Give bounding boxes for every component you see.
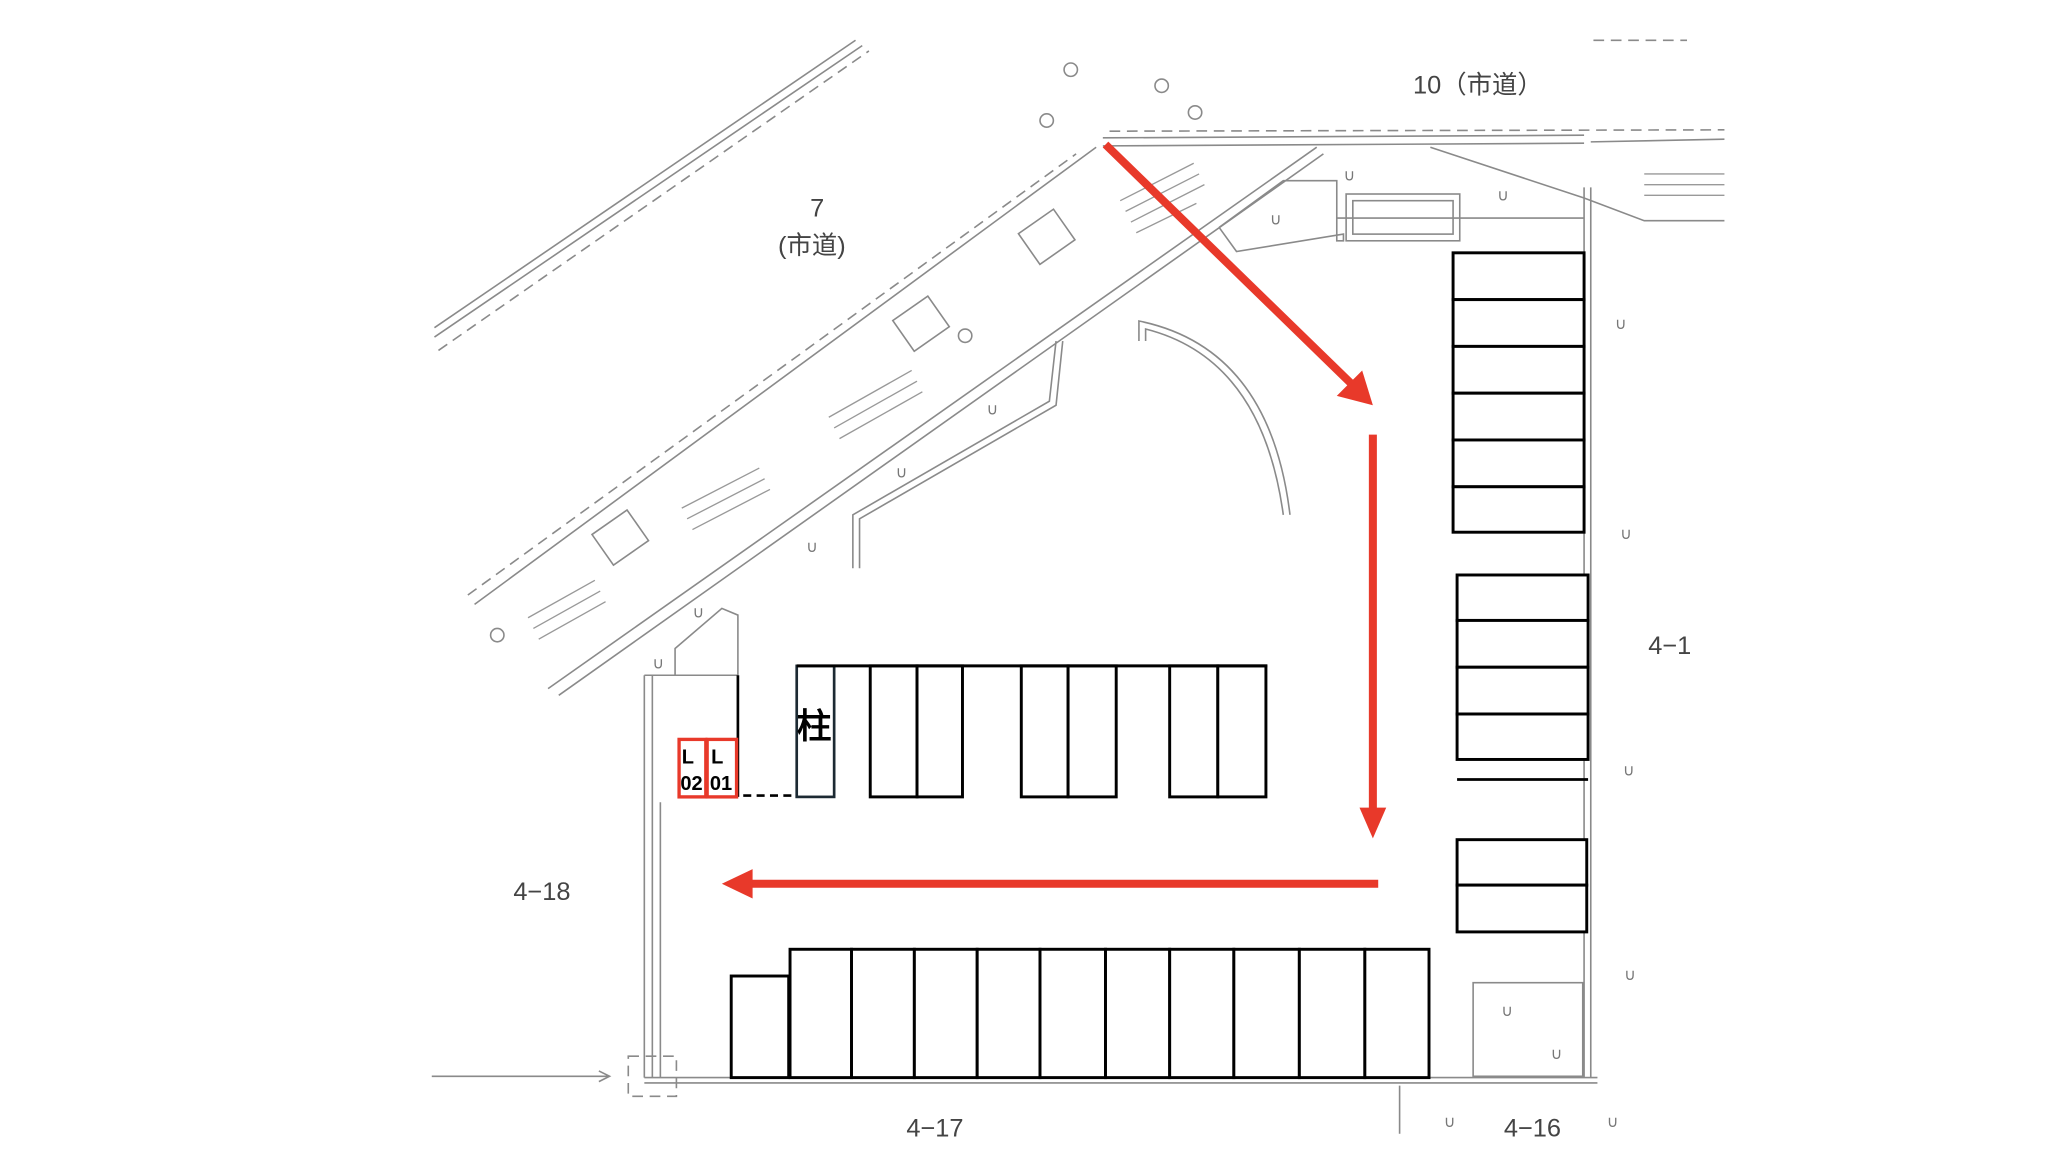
route-arrows <box>721 141 1387 899</box>
space-l02-prefix: L <box>682 746 694 768</box>
parking-stall[interactable] <box>1038 947 1107 1080</box>
space-l02[interactable]: L 02 <box>677 737 708 799</box>
lot-4-18-label: 4−18 <box>513 878 570 906</box>
svg-text:∪: ∪ <box>987 401 999 419</box>
road-10-label: 10（市道） <box>1413 72 1543 100</box>
svg-text:∪: ∪ <box>652 655 664 673</box>
svg-text:∪: ∪ <box>1497 187 1509 205</box>
arrow-left-head <box>721 869 753 899</box>
space-l01-prefix: L <box>711 746 723 768</box>
parking-stall[interactable] <box>1455 618 1590 669</box>
manholes <box>590 208 1077 567</box>
parking-stall[interactable] <box>1104 947 1172 1080</box>
space-l01-number: 01 <box>710 773 732 795</box>
drain-grates <box>527 162 1725 640</box>
svg-text:∪: ∪ <box>1270 211 1282 229</box>
parking-stall[interactable] <box>1451 391 1586 442</box>
tree-symbols: ∪ ∪ ∪ ∪ ∪ ∪ ∪ ∪ ∪ ∪ ∪ ∪ ∪ ∪ ∪ ∪ <box>652 167 1636 1131</box>
parking-stall[interactable] <box>850 947 916 1080</box>
svg-text:∪: ∪ <box>1615 315 1627 333</box>
parking-stall[interactable] <box>1451 485 1586 534</box>
parking-stall[interactable] <box>1455 665 1590 716</box>
svg-text:∪: ∪ <box>1624 966 1636 984</box>
pillar-label: 柱 <box>797 707 832 747</box>
parking-stall[interactable] <box>1455 573 1590 622</box>
parking-stall[interactable] <box>1168 947 1236 1080</box>
svg-text:∪: ∪ <box>692 604 704 622</box>
parking-stall[interactable] <box>1455 838 1589 887</box>
lot-4-16-label: 4−16 <box>1504 1114 1561 1142</box>
parking-stall[interactable] <box>1451 344 1586 395</box>
parking-stall[interactable] <box>1455 883 1589 934</box>
svg-text:∪: ∪ <box>1607 1113 1619 1131</box>
parking-stall[interactable] <box>1168 664 1220 799</box>
svg-text:∪: ∪ <box>1620 525 1632 543</box>
svg-text:∪: ∪ <box>1501 1002 1513 1020</box>
space-l01[interactable]: L 01 <box>705 737 739 799</box>
svg-text:∪: ∪ <box>896 463 908 481</box>
road-7-type: (市道) <box>778 232 846 260</box>
lot-4-17-label: 4−17 <box>906 1114 963 1142</box>
space-l02-number: 02 <box>680 773 702 795</box>
svg-text:∪: ∪ <box>1444 1113 1456 1131</box>
parking-stall[interactable] <box>729 974 791 1080</box>
parking-stall[interactable] <box>1216 664 1268 799</box>
parking-stall[interactable] <box>1297 947 1367 1080</box>
svg-text:∪: ∪ <box>1623 762 1635 780</box>
road-7-number: 7 <box>810 195 824 223</box>
arrow-down-head <box>1359 807 1387 839</box>
lot-4-1-label: 4−1 <box>1648 632 1691 660</box>
parking-stall[interactable] <box>1451 438 1586 489</box>
arrow-diagonal <box>1102 141 1356 389</box>
arrow-diagonal-head <box>1336 370 1373 406</box>
parking-stall[interactable] <box>788 947 853 1080</box>
parking-stall[interactable] <box>912 947 979 1080</box>
svg-text:∪: ∪ <box>806 538 818 556</box>
parking-stall[interactable] <box>915 664 964 799</box>
parking-stall[interactable] <box>1363 947 1431 1080</box>
parking-stall[interactable] <box>868 664 919 799</box>
svg-text:∪: ∪ <box>1551 1045 1563 1063</box>
survey-markers <box>489 62 1203 643</box>
parking-stall[interactable] <box>1232 947 1301 1080</box>
parking-stall[interactable] <box>1451 298 1586 348</box>
parking-stall[interactable] <box>1019 664 1070 799</box>
parking-stall[interactable] <box>975 947 1042 1080</box>
parking-stall[interactable] <box>1066 664 1118 799</box>
parking-stall[interactable] <box>1451 251 1586 302</box>
svg-text:∪: ∪ <box>1343 167 1355 185</box>
parking-stalls <box>729 251 1590 1080</box>
parking-stall[interactable] <box>1455 712 1590 761</box>
